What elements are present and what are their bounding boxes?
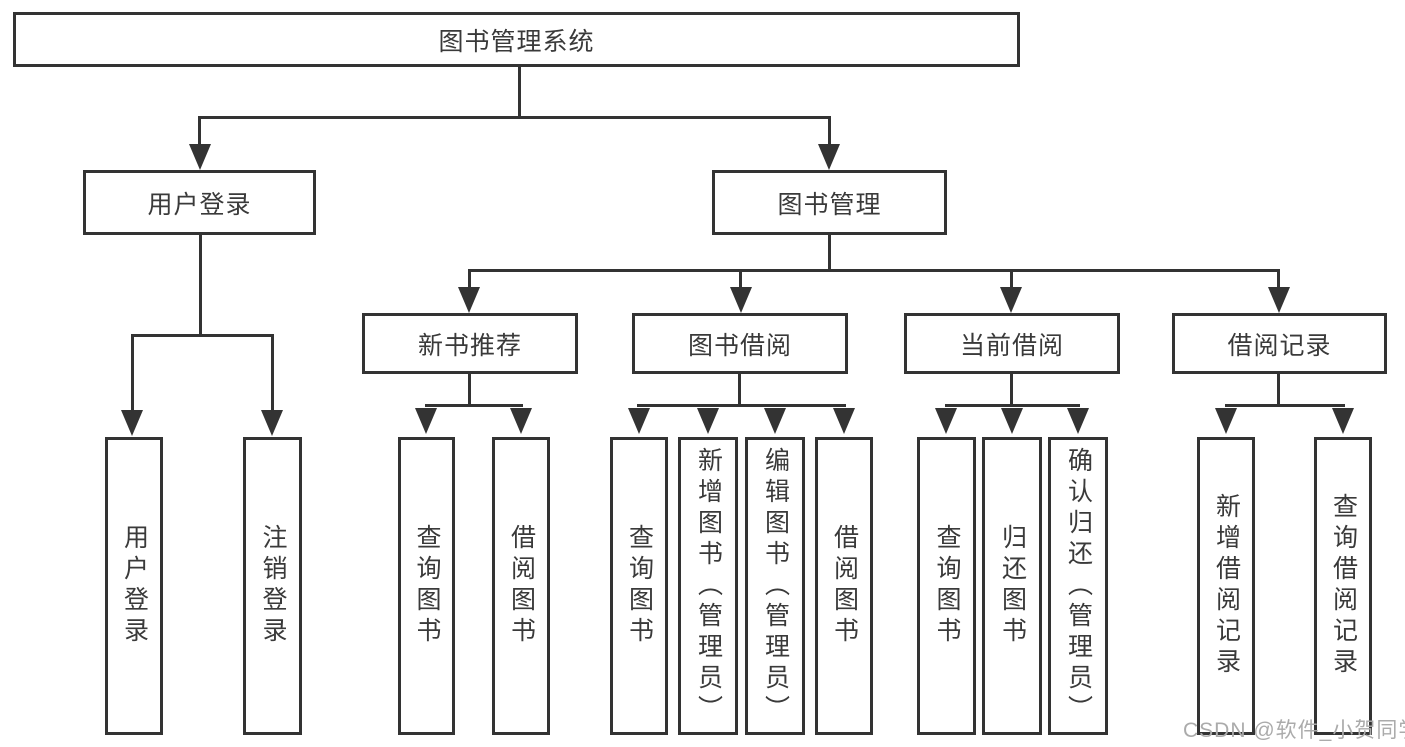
- leaf-edit-books-admin: 编辑图书（管理员）: [745, 437, 805, 735]
- leaf-query-borrow-record: 查询借阅记录: [1314, 437, 1372, 735]
- node-current-borrowing: 当前借阅: [904, 313, 1120, 374]
- node-book-management: 图书管理: [712, 170, 947, 235]
- leaf-return-books: 归还图书: [982, 437, 1042, 735]
- connector-user-login-split: [131, 334, 274, 337]
- arrow-down-icon: [121, 410, 143, 436]
- node-library-management-system: 图书管理系统: [13, 12, 1020, 67]
- connector-drop-leaf-user-login: [131, 334, 134, 412]
- connector-drop-user-login: [198, 116, 201, 148]
- arrow-down-icon: [1332, 408, 1354, 434]
- arrow-down-icon: [415, 408, 437, 434]
- csdn-watermark: CSDN @软件_小贺同学: [1183, 719, 1405, 742]
- leaf-add-borrow-record: 新增借阅记录: [1197, 437, 1255, 735]
- connector-current-borrow-split: [945, 404, 1080, 407]
- arrow-down-icon: [833, 408, 855, 434]
- arrow-down-icon: [818, 144, 840, 170]
- node-book-borrowing: 图书借阅: [632, 313, 848, 374]
- connector-root-split: [198, 116, 831, 119]
- connector-book-management-stem: [828, 235, 831, 272]
- connector-new-book-stem: [468, 374, 471, 406]
- arrow-down-icon: [1268, 287, 1290, 313]
- connector-borrow-records-split: [1225, 404, 1345, 407]
- connector-book-management-split: [468, 269, 1280, 272]
- node-borrowing-records: 借阅记录: [1172, 313, 1387, 374]
- arrow-down-icon: [628, 408, 650, 434]
- leaf-logout: 注销登录: [243, 437, 302, 735]
- arrow-down-icon: [1067, 408, 1089, 434]
- connector-book-borrow-stem: [738, 374, 741, 406]
- connector-borrow-records-stem: [1277, 374, 1280, 406]
- leaf-add-books-admin: 新增图书（管理员）: [678, 437, 738, 735]
- arrow-down-icon: [510, 408, 532, 434]
- connector-drop-new-book: [468, 269, 471, 291]
- arrow-down-icon: [261, 410, 283, 436]
- leaf-user-login: 用户登录: [105, 437, 163, 735]
- arrow-down-icon: [458, 287, 480, 313]
- leaf-borrowing-query-books: 查询图书: [610, 437, 668, 735]
- leaf-confirm-return-admin: 确认归还（管理员）: [1048, 437, 1108, 735]
- leaf-recommend-borrow-books: 借阅图书: [492, 437, 550, 735]
- arrow-down-icon: [1001, 408, 1023, 434]
- arrow-down-icon: [1215, 408, 1237, 434]
- connector-book-borrow-split: [637, 404, 846, 407]
- leaf-borrowing-borrow-books: 借阅图书: [815, 437, 873, 735]
- arrow-down-icon: [730, 287, 752, 313]
- node-user-login: 用户登录: [83, 170, 316, 235]
- connector-drop-leaf-logout: [271, 334, 274, 412]
- arrow-down-icon: [1000, 287, 1022, 313]
- arrow-down-icon: [935, 408, 957, 434]
- connector-root-stem: [518, 67, 521, 118]
- connector-drop-borrow-records: [1277, 269, 1280, 291]
- arrow-down-icon: [764, 408, 786, 434]
- arrow-down-icon: [189, 144, 211, 170]
- connector-current-borrow-stem: [1010, 374, 1013, 406]
- leaf-recommend-query-books: 查询图书: [398, 437, 455, 735]
- connector-new-book-split: [425, 404, 523, 407]
- arrow-down-icon: [697, 408, 719, 434]
- node-new-book-recommendation: 新书推荐: [362, 313, 578, 374]
- connector-drop-current-borrow: [1010, 269, 1013, 291]
- connector-drop-book-management: [828, 116, 831, 148]
- connector-user-login-stem: [199, 235, 202, 337]
- connector-drop-book-borrow: [739, 269, 742, 291]
- leaf-current-query-books: 查询图书: [917, 437, 976, 735]
